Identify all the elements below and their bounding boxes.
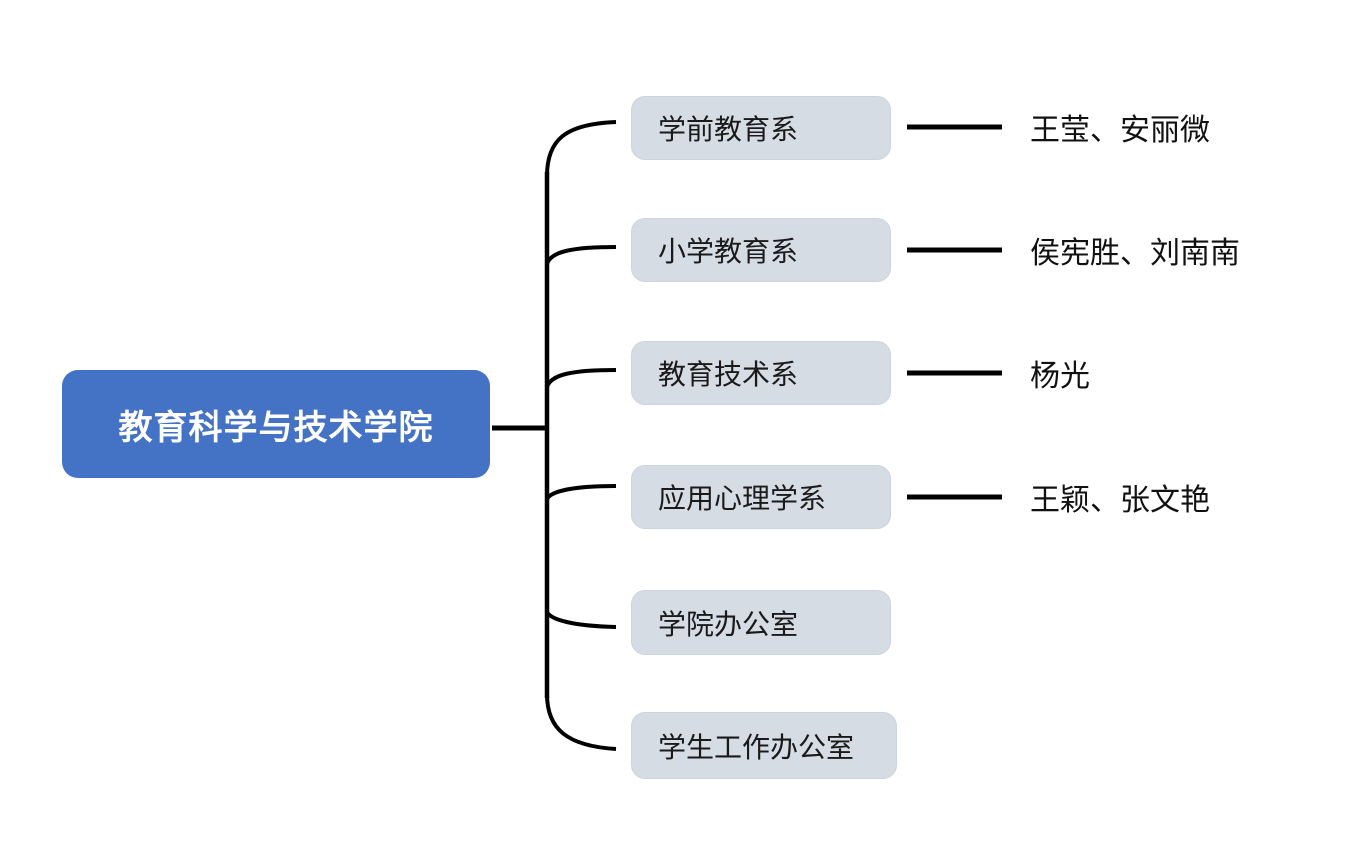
member-label-preschool-education[interactable]: 王莹、安丽微 (1030, 114, 1210, 147)
branch-curve-1 (545, 120, 617, 177)
branch-curve-6 (545, 693, 617, 751)
member-label-applied-psychology[interactable]: 王颖、张文艳 (1030, 484, 1210, 517)
branch-node-educational-technology[interactable]: 教育技术系 (631, 341, 891, 405)
branch-node-student-affairs-office[interactable]: 学生工作办公室 (631, 712, 897, 779)
branch-node-college-office[interactable]: 学院办公室 (631, 590, 891, 655)
branch-curve-4 (545, 484, 617, 501)
root-node-college[interactable]: 教育科学与技术学院 (62, 370, 490, 478)
branch-curve-2 (545, 245, 617, 265)
member-label-primary-education[interactable]: 侯宪胜、刘南南 (1030, 237, 1240, 270)
branch-curve-3 (545, 368, 617, 388)
branch-node-applied-psychology[interactable]: 应用心理学系 (631, 465, 891, 529)
branch-node-preschool-education[interactable]: 学前教育系 (631, 96, 891, 160)
member-label-educational-technology[interactable]: 杨光 (1030, 360, 1090, 393)
branch-node-primary-education[interactable]: 小学教育系 (631, 218, 891, 282)
branch-curve-5 (545, 610, 617, 629)
